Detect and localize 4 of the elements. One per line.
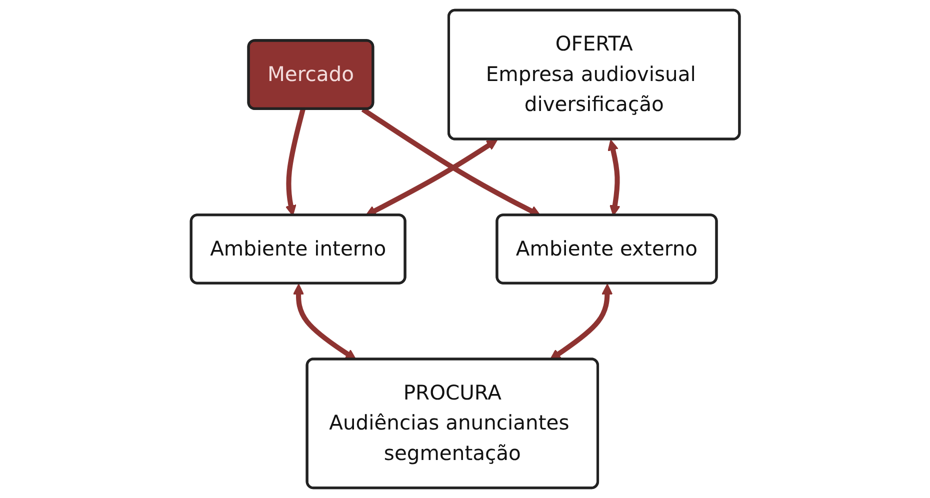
arrow xyxy=(361,107,540,216)
arrow xyxy=(285,108,306,216)
arrow xyxy=(365,139,498,216)
arrow xyxy=(607,140,620,216)
